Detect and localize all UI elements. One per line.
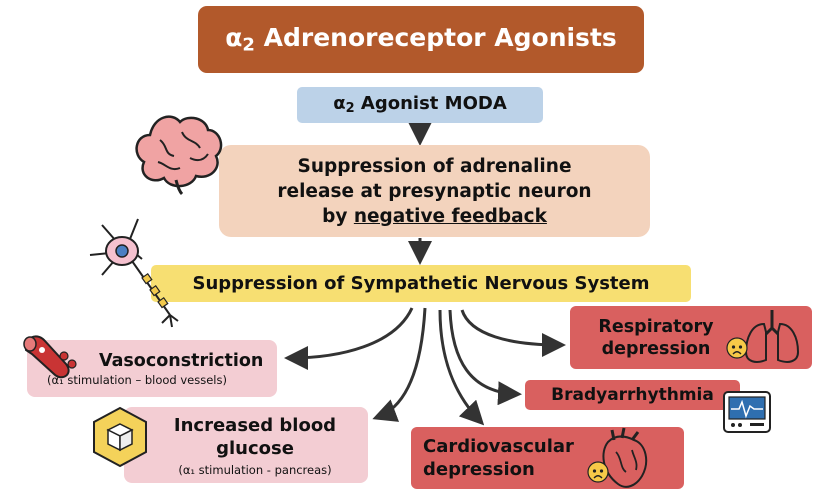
title-text: Adrenoreceptor Agonists xyxy=(263,23,617,53)
worried-face-icon xyxy=(587,461,609,483)
arrow-to-vasoconstriction xyxy=(284,307,414,370)
cardiovascular-line-2: depression xyxy=(423,459,535,480)
arrow-to-bradyarrhythmia xyxy=(448,309,522,406)
bradyarrhythmia-box: Bradyarrhythmia xyxy=(525,380,740,410)
sns-suppression-box: Suppression of Sympathetic Nervous Syste… xyxy=(151,265,691,302)
vasoconstriction-note: (α₁ stimulation – blood vessels) xyxy=(47,372,227,387)
adrenaline-line-3-prefix: by xyxy=(322,205,354,227)
sugar-cube-icon xyxy=(93,406,147,468)
glucose-box: Increased blood glucose (α₁ stimulation … xyxy=(124,407,368,483)
moda-alpha: α xyxy=(333,93,346,115)
adrenaline-line-1: Suppression of adrenaline xyxy=(297,155,572,177)
moda-box: α2 Agonist MODA xyxy=(297,87,543,123)
bradyarrhythmia-label: Bradyarrhythmia xyxy=(551,385,714,405)
title-subscript: 2 xyxy=(242,34,255,56)
respiratory-line-1: Respiratory xyxy=(598,316,714,337)
glucose-line-1: Increased blood xyxy=(173,414,337,436)
cardiovascular-line-1: Cardiovascular xyxy=(423,436,574,457)
lungs-icon xyxy=(744,310,800,363)
heart-icon xyxy=(602,427,648,488)
glucose-note: (α₁ stimulation - pancreas) xyxy=(178,462,332,477)
worried-face-icon xyxy=(726,337,748,359)
arrow-to-glucose xyxy=(372,307,427,422)
title-alpha: α xyxy=(225,23,243,53)
arrow-to-respiratory xyxy=(460,309,566,357)
sns-text: Suppression of Sympathetic Nervous Syste… xyxy=(192,273,650,294)
glucose-line-2: glucose xyxy=(216,437,294,459)
blood-vessel-icon xyxy=(23,335,77,379)
ecg-monitor-icon xyxy=(723,391,771,433)
neuron-icon xyxy=(89,218,179,328)
arrow-to-cardiovascular xyxy=(438,309,485,426)
adrenaline-suppression-box: Suppression of adrenaline release at pre… xyxy=(219,145,650,237)
brain-icon xyxy=(135,115,223,196)
negative-feedback-text: negative feedback xyxy=(353,205,547,227)
adrenaline-line-2: release at presynaptic neuron xyxy=(277,180,592,202)
moda-subscript: 2 xyxy=(345,101,355,117)
moda-text: Agonist MODA xyxy=(360,93,507,115)
adrenaline-line-3: by negative feedback xyxy=(322,204,547,229)
vasoconstriction-label: Vasoconstriction xyxy=(99,350,264,371)
diagram-title: α2 Adrenoreceptor Agonists xyxy=(198,6,644,73)
respiratory-line-2: depression xyxy=(601,338,711,359)
